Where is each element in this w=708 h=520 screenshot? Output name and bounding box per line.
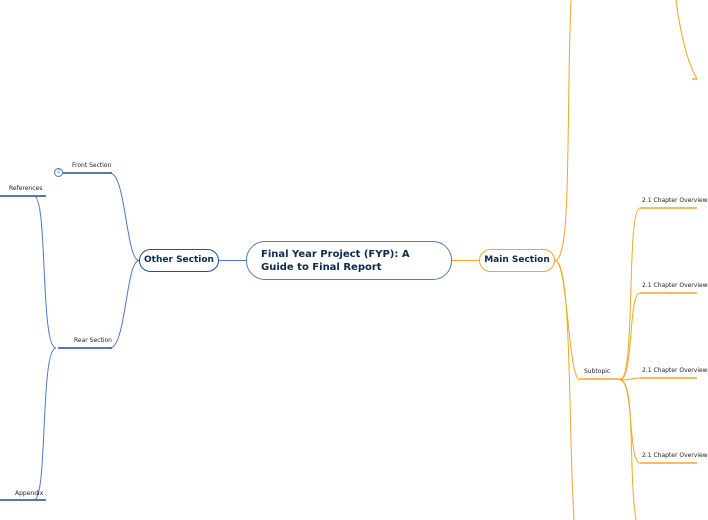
main-down-curve bbox=[554, 260, 575, 520]
subtopic-to-chapter4-curve bbox=[619, 379, 641, 464]
collapse-toggle[interactable]: 2 bbox=[54, 168, 63, 177]
top-chapter-curve bbox=[675, 0, 698, 80]
central-topic[interactable]: Final Year Project (FYP): A Guide to Fin… bbox=[246, 241, 452, 280]
subtopic-down-curve bbox=[619, 379, 637, 520]
main-section-label: Main Section bbox=[484, 255, 550, 265]
rear-to-appendix-curve bbox=[33, 347, 57, 501]
chapter-overview-topic-2[interactable]: 2.1 Chapter Overview bbox=[642, 282, 708, 289]
rear-to-references-curve bbox=[33, 195, 57, 349]
chapter-overview-topic-1[interactable]: 2.1 Chapter Overview bbox=[642, 197, 708, 204]
references-topic[interactable]: References bbox=[9, 185, 43, 192]
subtopic-topic[interactable]: Subtopic bbox=[584, 368, 611, 375]
other-to-front-curve bbox=[109, 172, 140, 261]
subtopic-to-chapter3-curve bbox=[619, 377, 641, 381]
front-section-topic[interactable]: Front Section bbox=[72, 162, 112, 169]
main-section-node[interactable]: Main Section bbox=[479, 249, 555, 272]
subtopic-to-chapter1-curve bbox=[619, 207, 641, 381]
main-branch-lines bbox=[452, 0, 698, 520]
other-branch-lines bbox=[33, 172, 246, 501]
appendix-topic[interactable]: Appendix bbox=[15, 490, 44, 497]
rear-section-topic[interactable]: Rear Section bbox=[74, 337, 112, 344]
other-section-label: Other Section bbox=[144, 255, 214, 265]
main-to-subtopic-curve bbox=[554, 260, 581, 381]
chapter-overview-topic-4[interactable]: 2.1 Chapter Overview bbox=[642, 452, 708, 459]
other-branch-underlines bbox=[0, 172, 112, 501]
main-up-curve bbox=[554, 0, 572, 261]
subtopic-to-chapter2-curve bbox=[619, 292, 641, 381]
other-to-rear-curve bbox=[109, 260, 140, 349]
other-section-node[interactable]: Other Section bbox=[139, 249, 219, 272]
chapter-overview-topic-3[interactable]: 2.1 Chapter Overview bbox=[642, 367, 708, 374]
central-topic-label: Final Year Project (FYP): A Guide to Fin… bbox=[261, 249, 410, 273]
main-branch-underlines bbox=[580, 78, 697, 464]
